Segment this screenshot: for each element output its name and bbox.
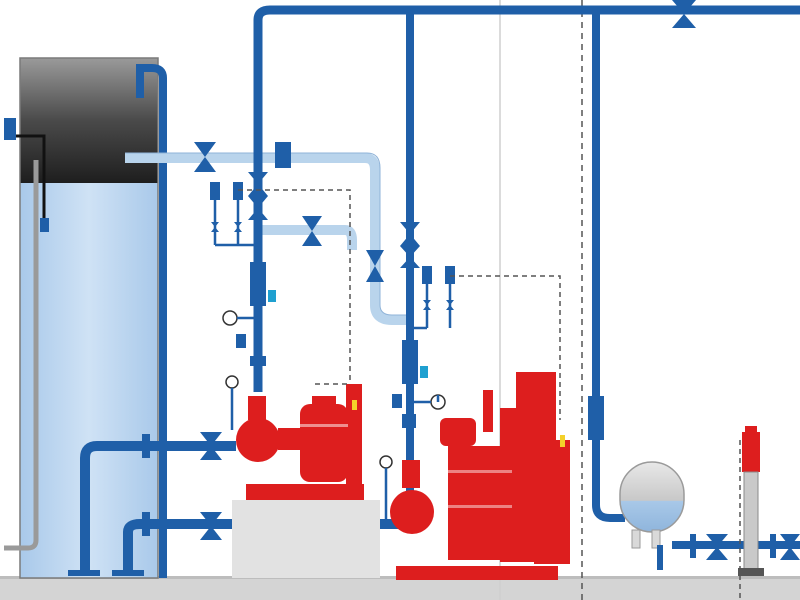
suction-valve-1: [142, 432, 222, 460]
tank-fill-pipe: [136, 64, 167, 578]
gauge-line: [230, 316, 440, 520]
overflow-pipe: [4, 160, 39, 551]
gate-valve-test-line: [194, 142, 216, 172]
drain-valve-icon: [392, 394, 402, 408]
jockey-line-valves: [690, 534, 800, 560]
jockey-header-pipe: [592, 10, 625, 522]
flow-meter-icon: [275, 142, 291, 168]
test-line-valve: [366, 250, 384, 282]
gate-valve-header: [672, 0, 696, 28]
suction-pipe-1: [80, 441, 220, 574]
suction-pipe-2: [123, 519, 410, 574]
level-sensor-probe: [16, 134, 46, 220]
check-valve-pump2: [402, 340, 418, 384]
pressure-switch-cluster-2: [410, 266, 455, 330]
pressure-switch-cluster-1: [210, 182, 258, 247]
check-valve-pump1: [250, 262, 266, 306]
diesel-fire-pump: [390, 372, 570, 580]
air-release-icon: [268, 290, 276, 302]
level-sensor-icon: [4, 118, 16, 140]
electric-fire-pump: [232, 384, 380, 578]
test-return-lines-outline: [125, 152, 410, 316]
pressure-vessel: [619, 461, 685, 570]
gate-valve-test-line-2: [302, 216, 322, 246]
check-valve-riser-2: [400, 222, 420, 268]
drain-valve-icon: [236, 334, 246, 348]
floor: [0, 578, 800, 600]
jockey-pump: [738, 426, 764, 576]
main-header-pipe: [253, 5, 800, 392]
pressure-gauge-icon: [222, 310, 446, 469]
level-float-icon: [40, 218, 49, 232]
pipe-coupling: [250, 356, 266, 366]
check-valve-riser-1: [248, 172, 268, 220]
drain-valve-icon: [402, 414, 416, 428]
control-wiring: [238, 189, 741, 600]
test-return-lines: [125, 153, 410, 325]
air-release-icon: [420, 366, 428, 378]
check-valve-jockey: [588, 396, 604, 440]
